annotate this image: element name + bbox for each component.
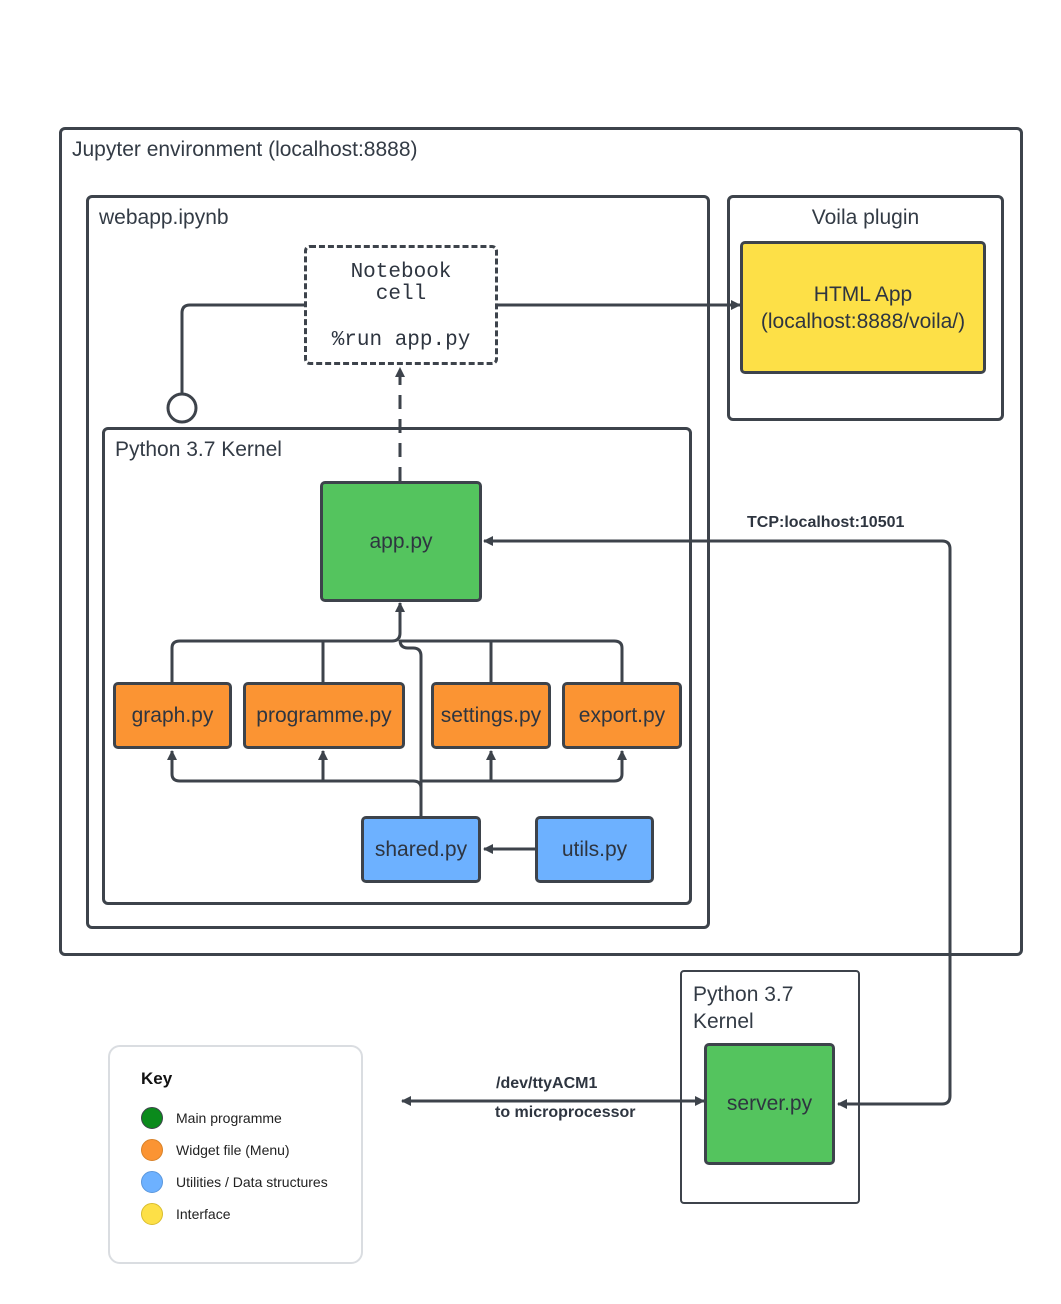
programme-py-node[interactable]: programme.py [243, 682, 405, 749]
key-item-interface: Interface [141, 1203, 230, 1225]
python-kernel-frame [102, 427, 692, 905]
key-item-widget-file: Widget file (Menu) [141, 1139, 290, 1161]
graph-py-label: graph.py [131, 703, 214, 727]
key-label-utilities: Utilities / Data structures [176, 1174, 328, 1190]
html-app-node[interactable]: HTML App (localhost:8888/voila/) [740, 241, 986, 374]
app-py-node[interactable]: app.py [320, 481, 482, 602]
jupyter-environment-label: Jupyter environment (localhost:8888) [72, 138, 418, 161]
server-py-label: server.py [726, 1092, 813, 1115]
edge-tcp-server-app [483, 536, 952, 1109]
shared-py-label: shared.py [374, 837, 468, 861]
server-kernel-label-line2: Kernel [693, 1010, 754, 1033]
server-py-node[interactable]: server.py [704, 1043, 835, 1165]
key-swatch-utilities [141, 1171, 163, 1193]
notebook-cell-command: %run app.py [331, 329, 471, 352]
notebook-cell-node[interactable]: Notebook cell %run app.py [304, 245, 498, 365]
key-item-main-programme: Main programme [141, 1107, 282, 1129]
voila-plugin-label: Voila plugin [811, 206, 920, 229]
html-app-url: (localhost:8888/voila/) [760, 309, 966, 333]
notebook-cell-title: Notebook [350, 261, 452, 284]
html-app-title: HTML App [813, 282, 913, 306]
edge-cell-to-kernel [180, 303, 304, 394]
key-swatch-main-programme [141, 1107, 163, 1129]
settings-py-node[interactable]: settings.py [431, 682, 551, 749]
export-py-label: export.py [578, 703, 666, 727]
webapp-notebook-label: webapp.ipynb [99, 206, 229, 229]
app-py-label: app.py [369, 529, 433, 553]
settings-py-label: settings.py [440, 703, 542, 727]
programme-py-label: programme.py [256, 703, 392, 727]
export-py-node[interactable]: export.py [562, 682, 682, 749]
key-label-widget-file: Widget file (Menu) [176, 1142, 290, 1158]
utils-py-node[interactable]: utils.py [535, 816, 654, 883]
voila-plugin-frame [727, 195, 1004, 421]
shared-py-node[interactable]: shared.py [361, 816, 481, 883]
notebook-cell-subtitle: cell [375, 283, 427, 306]
server-kernel-label-line1: Python 3.7 [693, 983, 794, 1006]
jupyter-environment-frame [59, 127, 1023, 956]
python-kernel-label: Python 3.7 Kernel [115, 438, 282, 461]
server-kernel-frame [680, 970, 860, 1204]
key-title: Key [141, 1069, 173, 1088]
graph-py-node[interactable]: graph.py [113, 682, 232, 749]
key-label-interface: Interface [176, 1206, 231, 1222]
edge-graph-to-app [170, 602, 405, 682]
edge-shared-to-graph [167, 750, 423, 816]
serial-target-label: to microprocessor [495, 1104, 636, 1121]
server-kernel-label: Python 3.7 Kernel [693, 981, 793, 1035]
utils-py-label: utils.py [561, 837, 628, 861]
webapp-notebook-frame [86, 195, 710, 929]
kernel-lollipop-icon [166, 392, 198, 424]
serial-port-label: /dev/ttyACM1 [496, 1075, 598, 1092]
tcp-connection-label: TCP:localhost:10501 [747, 514, 905, 531]
key-swatch-widget-file [141, 1139, 163, 1161]
key-item-utilities: Utilities / Data structures [141, 1171, 328, 1193]
key-swatch-interface [141, 1203, 163, 1225]
key-label-main-programme: Main programme [176, 1110, 282, 1126]
edge-shared-to-app [398, 639, 423, 816]
